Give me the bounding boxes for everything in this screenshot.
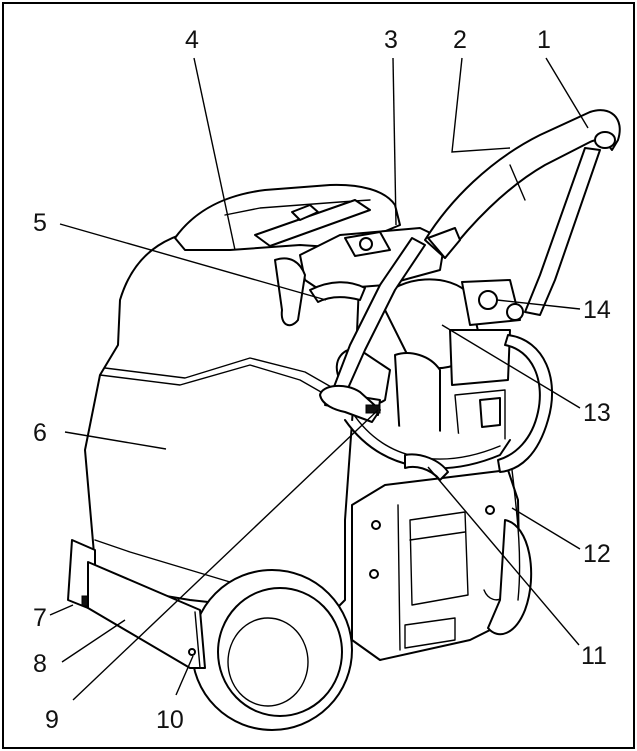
callout-11: 11 [581,642,607,670]
leader-5 [59,223,327,301]
machine-illustration [67,109,621,731]
callout-7: 7 [33,604,47,632]
motor-assembly [335,278,511,453]
suction-hose [344,334,554,601]
callout-3: 3 [384,26,398,54]
leader-1 [545,57,589,129]
leader-14 [496,299,581,310]
callout-2: 2 [453,26,467,54]
leader-7 [49,604,74,616]
callout-14: 14 [583,296,611,324]
callout-10: 10 [156,706,184,734]
callout-12: 12 [583,540,611,568]
front-wheel [191,569,353,731]
push-handle [324,109,621,416]
rear-right-wheel [487,519,533,636]
callout-labels: 1 2 3 4 5 6 7 8 9 10 11 12 13 14 [33,26,611,734]
leader-3 [392,57,397,226]
control-panel-area [274,227,446,327]
leader-2 [451,57,511,153]
callout-6: 6 [33,419,47,447]
callout-8: 8 [33,650,47,678]
callout-4: 4 [185,26,199,54]
callout-9: 9 [45,706,59,734]
leader-12 [511,507,581,550]
leader-11 [427,466,580,646]
leader-8 [61,619,126,663]
callout-13: 13 [583,399,611,427]
right-equipment [461,279,524,326]
callout-5: 5 [33,209,47,237]
callout-1: 1 [537,26,551,54]
leader-13 [441,324,581,409]
front-flap [67,539,206,669]
leader-lines [49,57,589,701]
leader-9 [72,409,379,701]
leader-6 [64,431,167,450]
leader-4 [193,57,236,251]
tool-holder [319,384,381,423]
leader-10 [175,655,194,696]
